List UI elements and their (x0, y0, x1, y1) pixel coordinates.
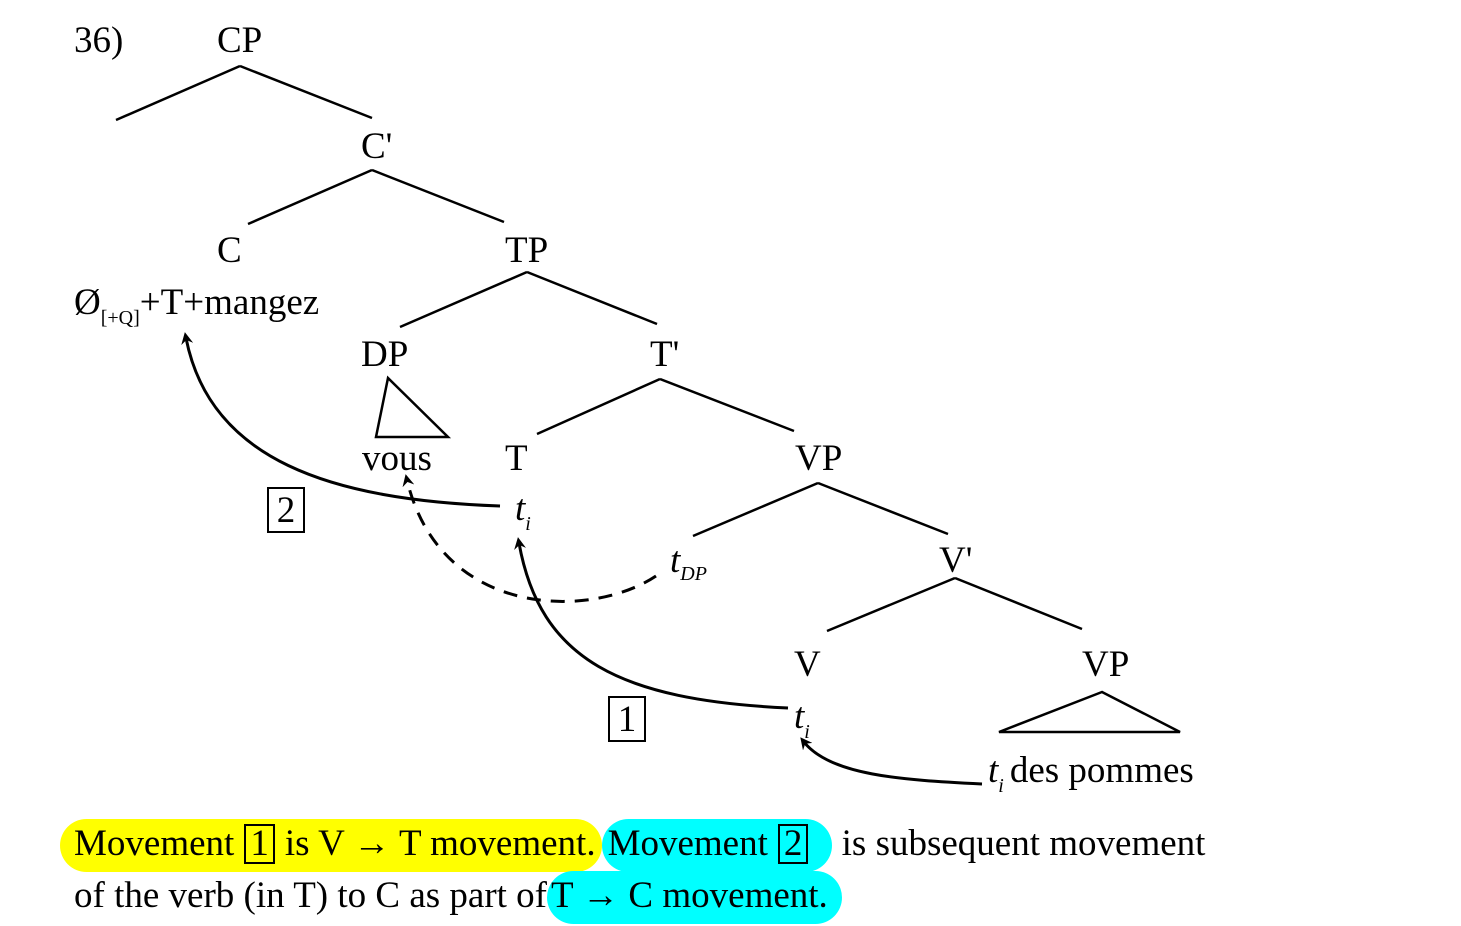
caption-box-2: 2 (777, 824, 809, 864)
branch-tp-dp (399, 270, 528, 329)
node-tp: TP (505, 230, 548, 271)
movement-label-1: 1 (618, 699, 637, 740)
node-v-bar: V' (939, 540, 972, 581)
branch-vbar-vp (954, 576, 1083, 631)
node-t: T (505, 438, 528, 479)
movement-label-2: 2 (277, 490, 296, 531)
branch-cbar-c (247, 168, 373, 226)
caption-box-1: 1 (244, 824, 275, 864)
node-c-bar: C' (361, 126, 392, 167)
node-cp: CP (217, 20, 262, 61)
branch-tbar-t (536, 377, 661, 436)
arrow-movement-1 (514, 537, 789, 710)
movement-box-1 (608, 696, 646, 742)
branch-vbar-v (826, 576, 956, 633)
node-vp-lower: VP (1082, 644, 1129, 685)
tree-branches (115, 64, 1083, 633)
c-content: Ø[+Q]+T+mangez (74, 282, 319, 329)
node-vous: vous (362, 438, 432, 479)
branch-vp-vbar (817, 481, 949, 536)
movement-box-2 (267, 487, 305, 533)
branch-vp-spec (692, 481, 819, 538)
branch-cbar-tp (371, 168, 505, 224)
caption-highlight-cyan-2: T → C movement. (547, 871, 842, 924)
branch-cp-cbar (239, 64, 373, 120)
arrow-dp-movement (402, 474, 657, 603)
node-v: V (794, 644, 821, 685)
node-t-bar: T' (650, 334, 679, 375)
trace-t-i: ti (515, 488, 531, 535)
trace-t-dp: tDP (670, 540, 707, 585)
trace-v-i: ti (794, 696, 810, 743)
node-c: C (217, 230, 242, 271)
branch-tp-tbar (526, 270, 658, 326)
node-dp: DP (361, 334, 408, 375)
branch-cp-spec (115, 64, 241, 122)
example-number: 36) (74, 20, 123, 61)
dp-triangle (374, 375, 452, 439)
node-vp-upper: VP (795, 438, 842, 479)
vp-triangle (998, 690, 1181, 734)
arrow-movement-2 (181, 332, 501, 508)
branch-tbar-vp (659, 377, 795, 433)
arrow-v-movement (800, 737, 983, 786)
movement-arrows (181, 332, 983, 786)
